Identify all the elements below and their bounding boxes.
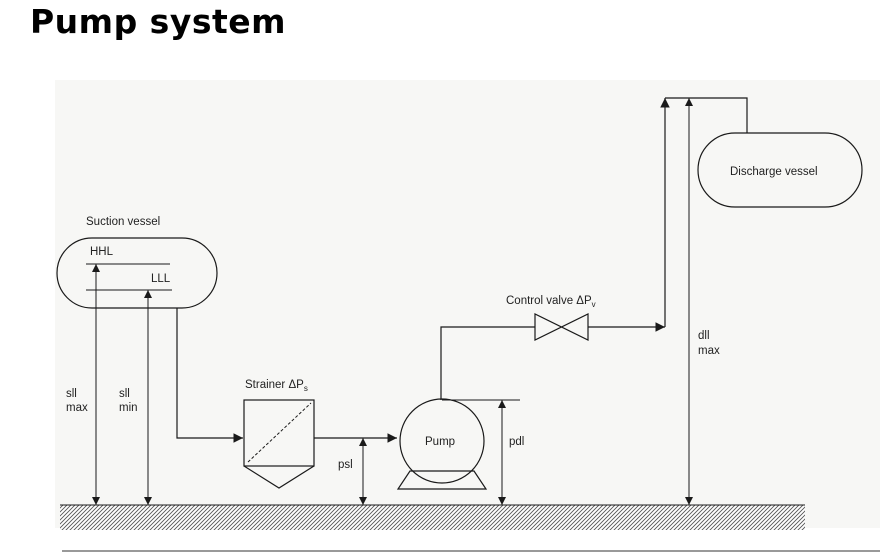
discharge-vessel (697, 132, 863, 208)
diagram-background (55, 80, 880, 528)
strainer-label: Strainer ΔPs (245, 379, 308, 393)
control-valve-subscript: v (592, 300, 596, 309)
discharge-vessel-label: Discharge vessel (730, 166, 818, 178)
pump-base (396, 470, 488, 490)
dll-max-label-1: dll (698, 330, 710, 342)
sll-min-label-2: min (119, 402, 138, 414)
sll-min-label-1: sll (119, 388, 130, 400)
sll-max-label-1: sll (66, 388, 77, 400)
dll-max-label-2: max (698, 345, 720, 357)
suction-vessel (56, 237, 218, 309)
pump-body (399, 398, 485, 484)
ground-hatch (60, 505, 805, 530)
strainer-body (243, 399, 315, 467)
pdl-label: pdl (509, 436, 524, 448)
suction-pipe (176, 308, 243, 443)
page-title: Pump system (30, 2, 287, 41)
discharge-pipe (440, 326, 535, 400)
control-valve (534, 313, 589, 341)
strainer-subscript: s (304, 384, 308, 393)
lll-label: LLL (151, 273, 171, 285)
pump-label: Pump (425, 436, 455, 448)
strainer-filter (247, 402, 312, 463)
hhl-label: HHL (90, 246, 114, 258)
psl-label: psl (338, 459, 353, 471)
strainer-bottom (243, 465, 315, 489)
sll-max-label-2: max (66, 402, 88, 414)
suction-vessel-label: Suction vessel (86, 216, 160, 228)
control-valve-label: Control valve ΔPv (506, 295, 596, 309)
